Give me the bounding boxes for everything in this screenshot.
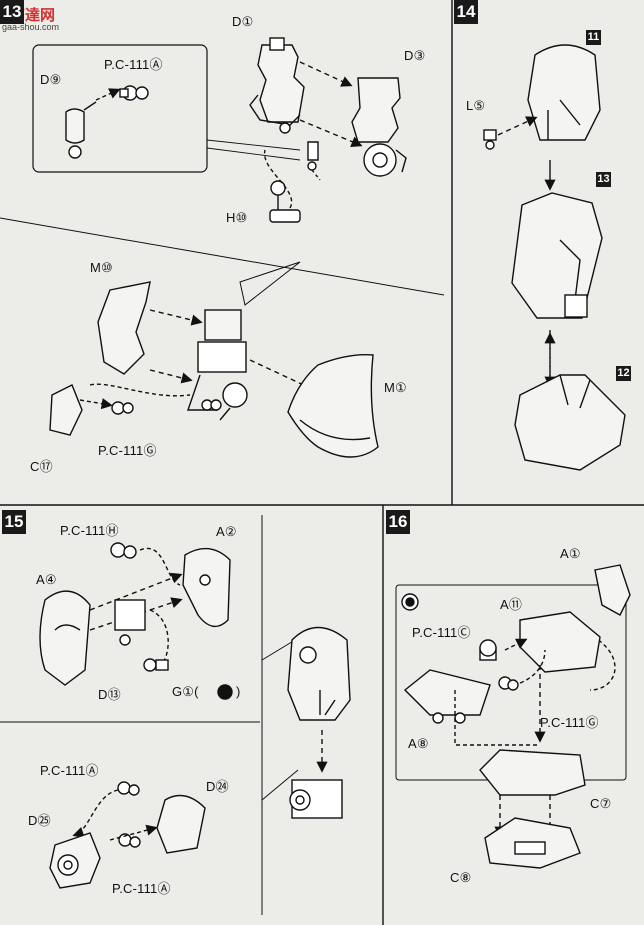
part-pc111g-13 bbox=[111, 401, 134, 415]
part-head-dome-15 bbox=[287, 626, 351, 721]
label-g1-close: ) bbox=[236, 684, 241, 699]
part-c17-shell bbox=[49, 384, 83, 436]
part-pc111a-drawing bbox=[119, 85, 149, 101]
step-16-badge: 16 bbox=[386, 510, 410, 534]
part-a1-16 bbox=[594, 564, 631, 616]
label-a11: A⑪ bbox=[500, 597, 523, 612]
part-pc111h-15 bbox=[110, 542, 137, 559]
label-a2: A② bbox=[216, 524, 237, 539]
part-g1-joint bbox=[143, 658, 169, 672]
part-a2-shell bbox=[182, 547, 231, 628]
label-d24: D㉔ bbox=[206, 779, 229, 794]
part-l5-pin bbox=[483, 129, 497, 150]
label-pc111h: P.C-111Ⓗ bbox=[60, 523, 119, 538]
label-c17: C⑰ bbox=[30, 459, 53, 474]
label-m1: M① bbox=[384, 380, 407, 395]
label-c7: C⑦ bbox=[590, 796, 612, 811]
label-d25: D㉕ bbox=[28, 813, 51, 828]
part-m1-shell bbox=[287, 354, 379, 458]
part-13-body bbox=[511, 192, 603, 319]
label-g1: G①( bbox=[172, 684, 199, 699]
label-part-12: 12 bbox=[616, 366, 631, 381]
label-part-13: 13 bbox=[596, 172, 611, 187]
step-13-badge: 13 bbox=[0, 0, 24, 24]
label-pc111a-15-bottom: P.C-111Ⓐ bbox=[112, 881, 171, 896]
part-a11-16 bbox=[519, 611, 601, 673]
part-pc111c-16 bbox=[479, 639, 497, 661]
part-d9-drawing bbox=[65, 101, 97, 159]
label-d1: D① bbox=[232, 14, 254, 29]
label-part-11: 11 bbox=[586, 30, 601, 45]
label-d9: D⑨ bbox=[40, 72, 62, 87]
label-pc111a-13: P.C-111Ⓐ bbox=[104, 57, 163, 72]
part-head-inner-15 bbox=[289, 779, 343, 819]
label-h10: H⑩ bbox=[226, 210, 248, 225]
label-m10: M⑩ bbox=[90, 260, 113, 275]
part-pc-joint-13 bbox=[307, 141, 319, 171]
part-a8-16 bbox=[403, 669, 491, 724]
part-d1-frame bbox=[249, 37, 305, 134]
part-pc111a-15-bottom bbox=[118, 833, 141, 848]
part-d3-frame bbox=[351, 77, 407, 177]
watermark-domain: gaa-shou.com bbox=[2, 22, 60, 32]
part-torso-frame-13 bbox=[187, 309, 248, 421]
part-d25-frame bbox=[49, 832, 101, 889]
part-d24-frame bbox=[156, 794, 206, 854]
part-11-head bbox=[527, 44, 601, 141]
label-pc111g-16: P.C-111Ⓖ bbox=[540, 715, 599, 730]
part-m10-shell bbox=[97, 281, 151, 375]
part-c7-16 bbox=[479, 749, 586, 796]
label-a4: A④ bbox=[36, 572, 57, 587]
divider-step13 bbox=[0, 217, 445, 296]
part-d13-frame bbox=[114, 599, 146, 646]
label-d13: D⑬ bbox=[98, 687, 121, 702]
label-pc111g-13: P.C-111Ⓖ bbox=[98, 443, 157, 458]
label-pc111c: P.C-111Ⓒ bbox=[412, 625, 471, 640]
label-c8: C⑧ bbox=[450, 870, 472, 885]
step-15-badge: 15 bbox=[2, 510, 26, 534]
label-d3: D③ bbox=[404, 48, 426, 63]
part-h10-drawing bbox=[269, 180, 301, 223]
inset-box-13 bbox=[32, 44, 208, 173]
part-pc111g-16 bbox=[498, 676, 519, 691]
part-pc111a-15-top bbox=[117, 781, 140, 796]
g1-color-dot bbox=[217, 684, 233, 700]
label-l5: L⑤ bbox=[466, 98, 486, 113]
part-c8-16 bbox=[484, 817, 581, 869]
part-a4-shell bbox=[39, 590, 91, 686]
step-14-badge: 14 bbox=[454, 0, 478, 24]
part-12-base bbox=[514, 374, 626, 471]
label-a8: A⑧ bbox=[408, 736, 429, 751]
label-pc111a-15-top: P.C-111Ⓐ bbox=[40, 763, 99, 778]
label-a1: A① bbox=[560, 546, 581, 561]
